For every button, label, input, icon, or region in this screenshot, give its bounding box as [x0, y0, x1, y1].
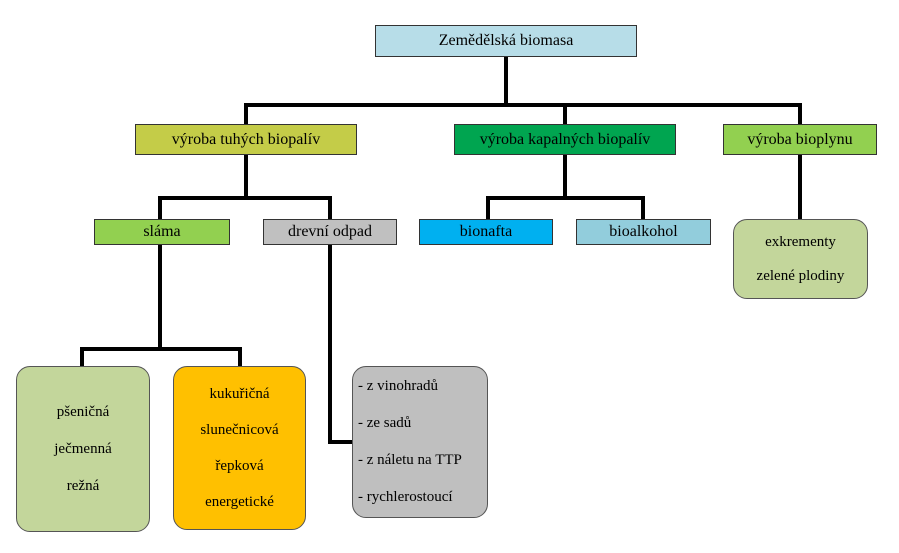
category-solid-biofuels: výroba tuhých biopalív [135, 124, 357, 155]
list-item: režná [66, 477, 100, 494]
list-item: energetické [205, 493, 274, 510]
root-node: Zemědělská biomasa [375, 25, 637, 57]
list-item: - rychlerostoucí [358, 489, 453, 505]
list-item: pšeničná [56, 403, 110, 420]
list-item: - ze sadů [358, 415, 412, 431]
wood-waste-label: drevní odpad [288, 223, 372, 240]
node-bioalcohol: bioalkohol [576, 219, 711, 245]
wood-waste-sources-list: - z vinohradů - ze sadů - z náletu na TT… [352, 366, 488, 518]
list-item: - z náletu na TTP [358, 452, 462, 468]
node-wood-waste: drevní odpad [263, 219, 397, 245]
other-crops-list: kukuřičná slunečnicová řepková energetic… [173, 366, 306, 530]
node-straw: sláma [94, 219, 230, 245]
biodiesel-label: bionafta [459, 223, 513, 240]
node-biodiesel: bionafta [419, 219, 553, 245]
bioalcohol-label: bioalkohol [609, 223, 678, 240]
biogas-sources-list: exkrementy zelené plodiny [733, 219, 868, 299]
straw-types-list: pšeničná ječmenná režná [16, 366, 150, 532]
category-biogas: výroba bioplynu [723, 124, 877, 155]
list-item: - z vinohradů [358, 378, 438, 394]
straw-label: sláma [143, 223, 181, 240]
category-liquid-label: výroba kapalných biopalív [479, 130, 651, 148]
root-label: Zemědělská biomasa [438, 32, 574, 49]
category-liquid-biofuels: výroba kapalných biopalív [454, 124, 676, 155]
list-item: ječmenná [54, 440, 112, 457]
list-item: řepková [215, 457, 264, 474]
list-item: kukuřičná [209, 385, 270, 402]
category-biogas-label: výroba bioplynu [747, 130, 853, 148]
list-item: exkrementy [765, 233, 836, 250]
list-item: slunečnicová [200, 421, 279, 438]
category-solid-label: výroba tuhých biopalív [171, 130, 321, 148]
list-item: zelené plodiny [756, 267, 845, 284]
